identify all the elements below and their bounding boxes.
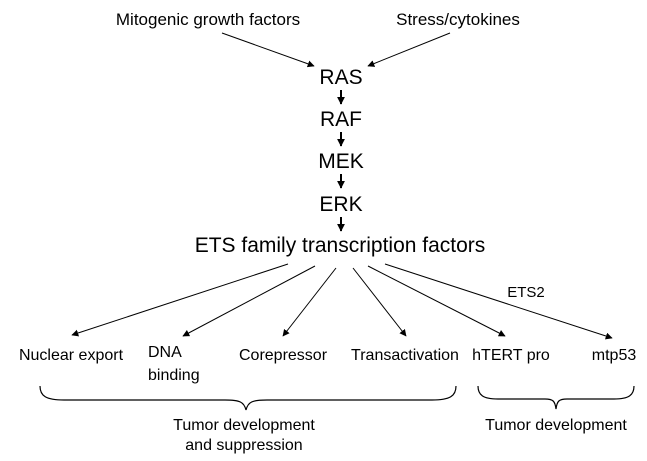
arrow-ets-to-corepressor [282, 267, 337, 337]
arrow-stress-to-ras [367, 32, 451, 67]
source-stress-cytokines: Stress/cytokines [396, 10, 520, 29]
target-transactivation: Transactivation [351, 347, 459, 364]
brace-left-group [39, 385, 457, 411]
arrow-ets-to-nuclear-export [71, 263, 289, 337]
brace-right-group [477, 385, 635, 410]
arrow-ets-to-htert [367, 265, 506, 337]
arrow-ets-to-mtp53 [384, 263, 613, 340]
target-dna-binding-line2: binding [148, 367, 200, 384]
source-mitogenic-growth-factors: Mitogenic growth factors [116, 10, 300, 29]
edge-label-ets2: ETS2 [507, 284, 545, 301]
outcome-left-line1: Tumor development [173, 417, 315, 434]
outcome-right: Tumor development [485, 417, 627, 434]
node-ras: RAS [319, 66, 362, 89]
node-mek: MEK [318, 150, 364, 173]
target-nuclear-export: Nuclear export [19, 347, 124, 364]
node-erk: ERK [319, 193, 362, 216]
target-dna-binding-line1: DNA [148, 344, 182, 361]
node-raf: RAF [320, 108, 362, 131]
arrow-mitogenic-to-ras [221, 32, 315, 68]
target-htert-pro: hTERT pro [472, 347, 550, 364]
arrow-ets-to-dna-binding [182, 265, 316, 337]
outcome-left-line2: and suppression [185, 437, 302, 454]
target-corepressor: Corepressor [239, 347, 328, 364]
target-mtp53: mtp53 [592, 347, 637, 364]
node-ets-family: ETS family transcription factors [195, 234, 486, 257]
arrow-ets-to-transactivation [352, 267, 407, 337]
